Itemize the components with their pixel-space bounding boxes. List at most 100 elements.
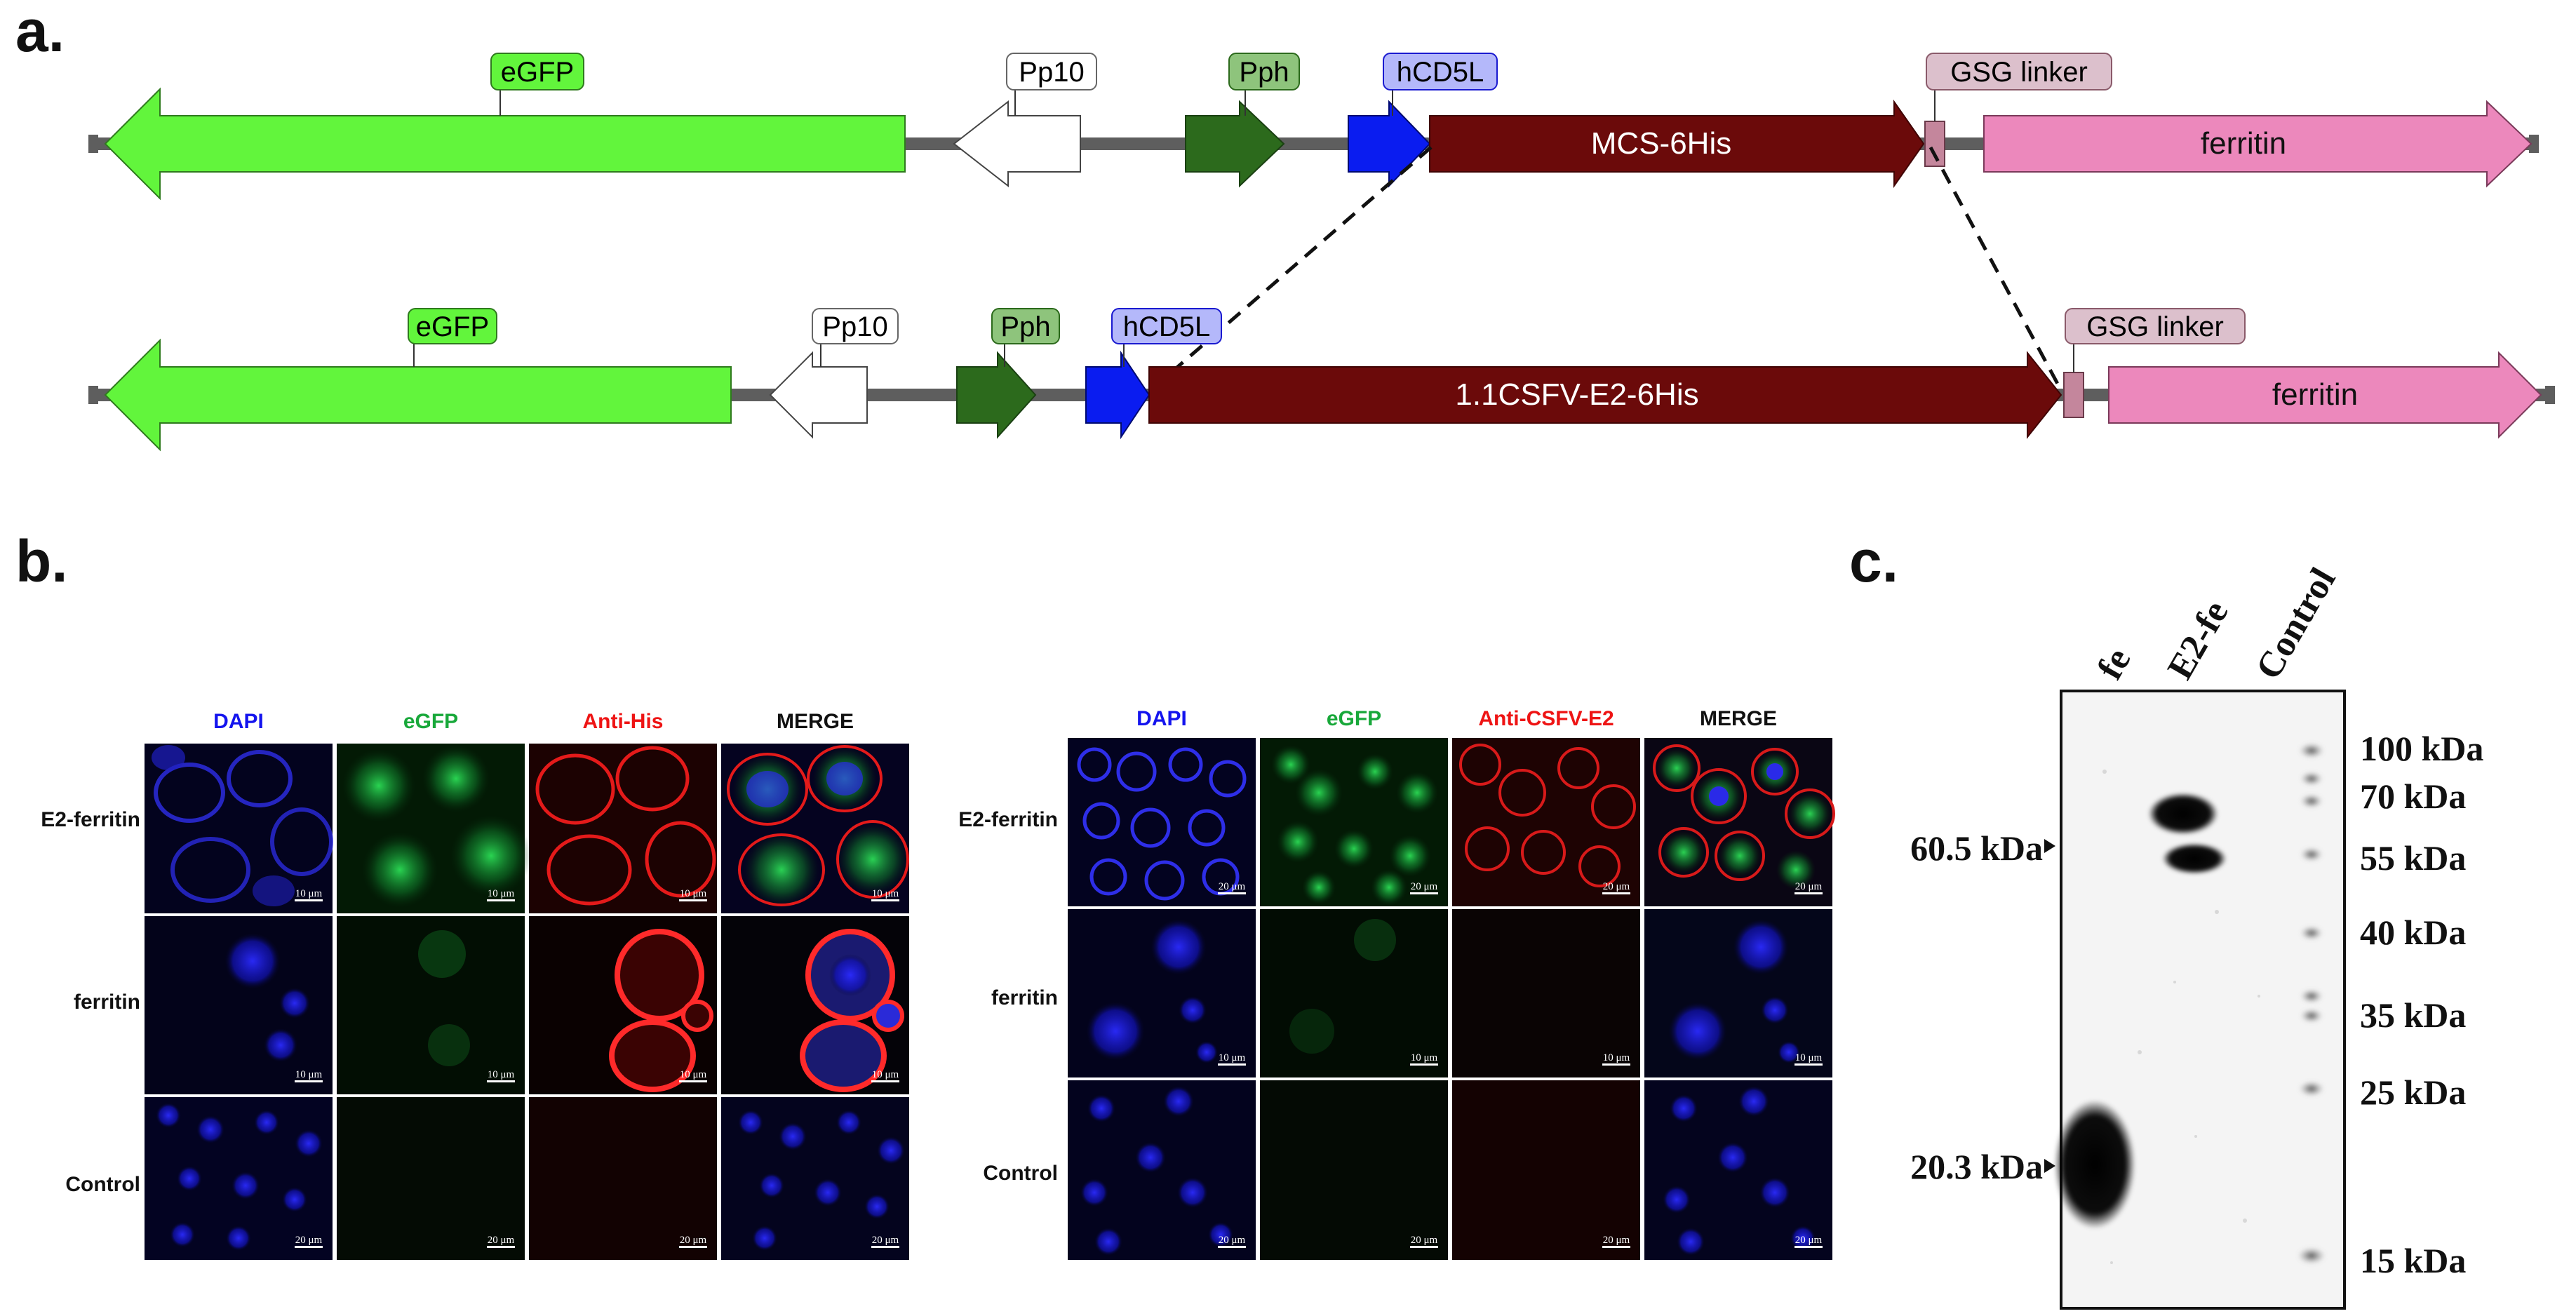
blot-speckle: [2102, 770, 2260, 1264]
if-grid-right: DAPI eGFP Anti-CSFV-E2 MERGE E2-ferritin…: [958, 707, 1835, 1260]
pph-tag-label: Pph: [1000, 311, 1050, 342]
scale-label: 20 μm: [1795, 1235, 1823, 1246]
linker-box: [1924, 121, 1945, 167]
hcd5l-tag-label: hCD5L: [1397, 57, 1484, 88]
if-grid-left: DAPI eGFP Anti-His MERGE E2-ferritin fer…: [41, 710, 909, 1260]
row-label-e2-ferritin: E2-ferritin: [41, 808, 140, 831]
scale-label: 10 μm: [680, 1069, 707, 1080]
pp10-tag: [812, 308, 899, 344]
channel-label-dapi: DAPI: [1136, 707, 1187, 730]
scale-label: 10 μm: [295, 1069, 323, 1080]
micrograph-control-red: [1452, 1080, 1640, 1260]
micrograph-ferritin-red: [1452, 909, 1640, 1077]
scale-label: 20 μm: [1603, 1235, 1630, 1246]
marker-70: 70 kDa: [2360, 777, 2466, 816]
band-e2-lower: [2162, 843, 2227, 874]
ferritin-label: ferritin: [2201, 126, 2286, 161]
ladder-bands: [2297, 743, 2326, 1264]
micrograph-ferritin-red: [529, 916, 717, 1094]
scale-label: 10 μm: [1411, 1052, 1438, 1063]
scale-label: 20 μm: [1795, 881, 1823, 892]
scale-label: 20 μm: [1411, 881, 1438, 892]
scale-label: 10 μm: [680, 888, 707, 899]
egfp-arrow: [104, 338, 732, 452]
row-label-e2-ferritin: E2-ferritin: [958, 808, 1058, 831]
backbone-end-right: [2545, 386, 2555, 404]
lane-label-e2-fe: E2-fe: [2160, 594, 2236, 686]
band-fe: [2054, 1100, 2135, 1229]
micrograph-ferritin-dapi: [145, 916, 333, 1094]
band-label-20: 20.3 kDa: [1910, 1147, 2043, 1186]
egfp-tag: [490, 53, 584, 90]
pph-tag: [991, 308, 1060, 344]
pp10-tag: [1006, 53, 1097, 90]
scale-label: 20 μm: [1219, 881, 1246, 892]
scale-label: 20 μm: [1219, 1235, 1246, 1246]
egfp-tag-label: eGFP: [501, 57, 574, 88]
marker-35: 35 kDa: [2360, 995, 2466, 1035]
micrograph-ferritin-merge: [721, 916, 909, 1094]
linker-tag: [1926, 53, 2112, 90]
scale-label: 10 μm: [872, 888, 899, 899]
micrograph-e2-dapi: [1068, 738, 1256, 906]
band-e2-upper: [2148, 793, 2218, 835]
backbone-end-left: [88, 135, 98, 153]
ferritin-arrow: [1983, 100, 2533, 188]
micrograph-control-dapi: [145, 1097, 333, 1260]
scale-label: 20 μm: [1411, 1235, 1438, 1246]
micrograph-e2-red: [529, 744, 717, 913]
micrograph-ferritin-dapi: [1068, 909, 1256, 1077]
micrograph-control-red: [529, 1097, 717, 1260]
micrograph-control-dapi: [1068, 1080, 1256, 1260]
channel-label-egfp: eGFP: [403, 710, 458, 733]
egfp-arrow: [104, 87, 906, 201]
scale-label: 20 μm: [872, 1235, 899, 1246]
hcd5l-tag-label: hCD5L: [1123, 311, 1211, 342]
marker-40: 40 kDa: [2360, 913, 2466, 952]
marker-15: 15 kDa: [2360, 1241, 2466, 1280]
ferritin-label: ferritin: [2272, 377, 2358, 412]
scale-label: 20 μm: [295, 1235, 323, 1246]
ferritin-arrow: [2108, 351, 2542, 439]
construct-bottom: 1.1CSFV-E2-6His ferritin eGFP Pp10 Pph h…: [88, 308, 2555, 452]
construct-top: MCS-6His ferritin eGFP Pp10 Pph hCD5L GS…: [88, 53, 2539, 201]
western-blot: fe E2-fe Control 100 kDa 70 kDa: [1910, 561, 2483, 1310]
linker-box: [2063, 372, 2084, 418]
hcd5l-arrow: [1085, 350, 1151, 440]
insert-arrow: [1148, 351, 2062, 439]
micrograph-e2-merge: [1644, 738, 1835, 906]
channel-label-red: Anti-His: [583, 710, 664, 733]
row-label-ferritin: ferritin: [991, 986, 1058, 1009]
micrograph-control-egfp: [1260, 1080, 1448, 1260]
scale-label: 10 μm: [872, 1069, 899, 1080]
scale-label: 20 μm: [680, 1235, 707, 1246]
scale-label: 10 μm: [488, 1069, 515, 1080]
channel-label-red: Anti-CSFV-E2: [1478, 707, 1614, 730]
scale-label: 10 μm: [295, 888, 323, 899]
insert-label: MCS-6His: [1591, 126, 1731, 161]
linker-tag-label: GSG linker: [1950, 57, 2088, 88]
channel-label-egfp: eGFP: [1327, 707, 1381, 730]
lane-label-fe: fe: [2090, 642, 2139, 686]
scale-label: 10 μm: [1795, 1052, 1823, 1063]
channel-label-merge: MERGE: [777, 710, 854, 733]
marker-25: 25 kDa: [2360, 1073, 2466, 1112]
micrograph-ferritin-egfp: [337, 916, 525, 1094]
scale-label: 10 μm: [1603, 1052, 1630, 1063]
band-arrow-60: [2044, 839, 2055, 853]
pph-arrow: [1185, 100, 1285, 188]
scale-label: 10 μm: [488, 888, 515, 899]
panel-label-b: b.: [15, 528, 68, 594]
micrograph-e2-red: [1452, 738, 1640, 906]
micrograph-e2-merge: [721, 744, 909, 913]
marker-55: 55 kDa: [2360, 838, 2466, 878]
linker-tag: [2065, 308, 2246, 344]
micrograph-e2-egfp: [337, 744, 532, 913]
micrograph-control-merge: [1644, 1080, 1832, 1260]
band-arrow-20: [2044, 1159, 2055, 1173]
scale-label: 20 μm: [1603, 881, 1630, 892]
lane-label-control: Control: [2248, 561, 2344, 686]
micrograph-e2-egfp: [1260, 738, 1448, 906]
egfp-tag-label: eGFP: [416, 311, 489, 342]
